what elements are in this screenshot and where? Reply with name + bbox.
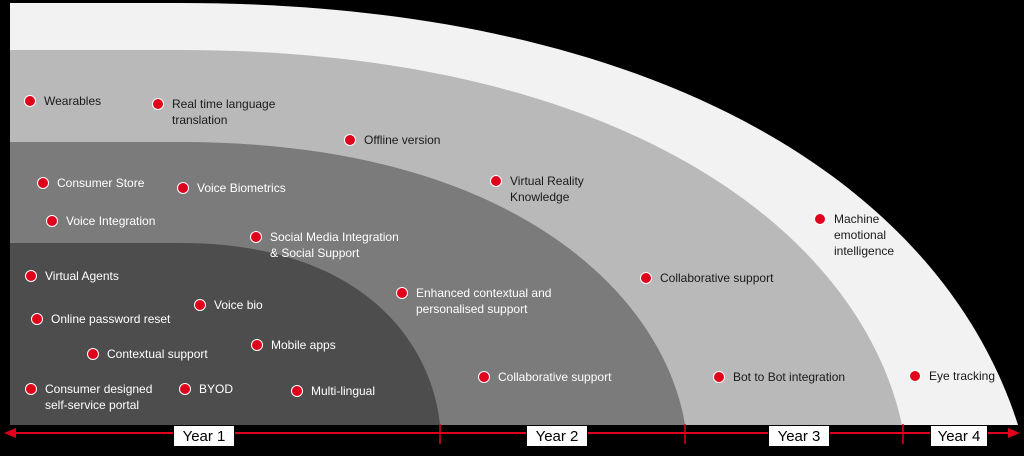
status-dot-icon [478,371,490,383]
year-label-4: Year 4 [930,425,988,447]
item-label: Virtual Agents [45,269,119,283]
status-dot-icon [31,313,43,325]
status-dot-icon [37,177,49,189]
item-label: Collaborative support [498,370,612,384]
item-label: Mobile apps [271,338,336,352]
status-dot-icon [909,370,921,382]
year-label-3: Year 3 [768,425,830,447]
roadmap-item: Eye tracking [909,368,995,384]
roadmap-item: Multi-lingual [291,383,375,399]
status-dot-icon [251,339,263,351]
item-label: Wearables [44,94,102,108]
roadmap-item: Virtual Agents [25,268,119,284]
roadmap-item: Mobile apps [251,337,336,353]
roadmap-item: Machine emotional intelligence [814,211,894,259]
roadmap-item: Collaborative support [478,369,611,385]
item-label: Multi-lingual [311,384,376,398]
item-label: BYOD [199,382,234,396]
roadmap-item: Voice bio [194,297,263,313]
status-dot-icon [640,272,652,284]
status-dot-icon [25,270,37,282]
item-label: Virtual Reality Knowledge [510,174,584,204]
roadmap-item: Contextual support [87,346,208,362]
roadmap-item: Consumer designed self-service portal [25,381,152,413]
roadmap-item: Offline version [344,132,440,148]
item-label: Contextual support [107,347,208,361]
status-dot-icon [24,95,36,107]
status-dot-icon [194,299,206,311]
item-label: Social Media Integration & Social Suppor… [270,230,399,260]
roadmap-item: Online password reset [31,311,170,327]
item-label: Online password reset [51,312,171,326]
item-label: Eye tracking [929,369,996,383]
item-label: Machine emotional intelligence [834,212,895,258]
roadmap-item: Enhanced contextual and personalised sup… [396,285,551,317]
status-dot-icon [179,383,191,395]
item-label: Offline version [364,133,441,147]
status-dot-icon [291,385,303,397]
roadmap-item: Collaborative support [640,270,773,286]
item-label: Voice Biometrics [197,181,286,195]
status-dot-icon [713,371,725,383]
roadmap-item: Social Media Integration & Social Suppor… [250,229,399,261]
year-label-2: Year 2 [526,425,588,447]
roadmap-item: Real time language translation [152,96,275,128]
roadmap-item: Wearables [24,93,101,109]
roadmap-item: BYOD [179,381,233,397]
status-dot-icon [344,134,356,146]
item-label: Enhanced contextual and personalised sup… [416,286,552,316]
roadmap-item: Bot to Bot integration [713,369,845,385]
status-dot-icon [490,175,502,187]
item-label: Voice bio [214,298,263,312]
roadmap-item: Virtual Reality Knowledge [490,173,584,205]
status-dot-icon [152,98,164,110]
item-label: Real time language translation [172,97,276,127]
status-dot-icon [396,287,408,299]
axis-arrow-left-icon [4,428,16,438]
roadmap-item: Voice Integration [46,213,155,229]
item-label: Consumer designed self-service portal [45,382,153,412]
item-label: Voice Integration [66,214,156,228]
item-label: Collaborative support [660,271,774,285]
band-year-1 [10,243,440,425]
item-label: Bot to Bot integration [733,370,846,384]
roadmap-item: Voice Biometrics [177,180,286,196]
roadmap-item: Consumer Store [37,175,144,191]
status-dot-icon [250,231,262,243]
status-dot-icon [46,215,58,227]
status-dot-icon [814,213,826,225]
status-dot-icon [25,383,37,395]
status-dot-icon [177,182,189,194]
year-label-1: Year 1 [173,425,235,447]
status-dot-icon [87,348,99,360]
axis-arrow-right-icon [1008,428,1020,438]
item-label: Consumer Store [57,176,145,190]
